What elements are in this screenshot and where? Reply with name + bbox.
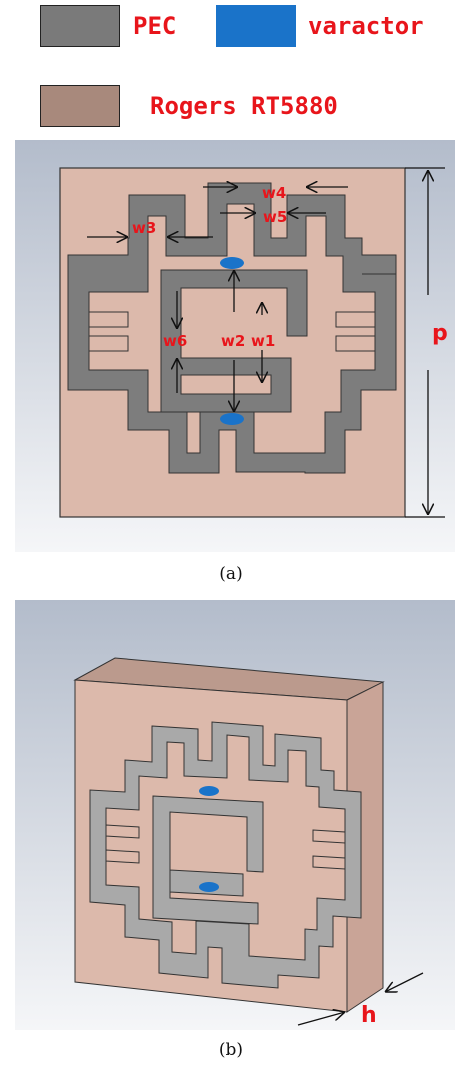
varactor-top [220,257,244,269]
caption-a: (a) [219,564,243,584]
dim-label-w1: w1 [251,332,275,350]
panel-a-top-view: p w4 w5 w3 w2 w1 w6 [15,140,455,552]
outer-ring-notches [88,311,376,352]
substrate-swatch [40,85,120,127]
varactor-swatch [216,5,296,47]
varactor-label: varactor [308,12,424,40]
pec-swatch [40,5,120,47]
unit-cell-top-view: p w4 w5 w3 w2 w1 w6 [15,140,455,552]
panel-b-perspective-view: h [15,600,455,1030]
dim-label-w3: w3 [132,219,156,237]
varactor-top-3d [199,786,219,796]
varactor-bottom [220,413,244,425]
dim-label-w4: w4 [262,184,286,202]
dim-label-w6: w6 [163,332,187,350]
dim-label-h: h [361,1003,377,1028]
caption-b: (b) [218,1040,244,1060]
metal-pattern-3d [89,721,362,989]
substrate-label: Rogers RT5880 [150,92,338,120]
dim-label-p: p [432,321,448,346]
inner-metal-loop [160,269,308,413]
pec-label: PEC [133,12,177,40]
dim-label-w5: w5 [263,208,287,226]
dim-label-w2: w2 [221,332,245,350]
varactor-bottom-3d [199,882,219,892]
thickness-arrows [297,972,424,1026]
unit-cell-3d-view: h [15,600,455,1030]
dimension-arrows [87,167,445,518]
